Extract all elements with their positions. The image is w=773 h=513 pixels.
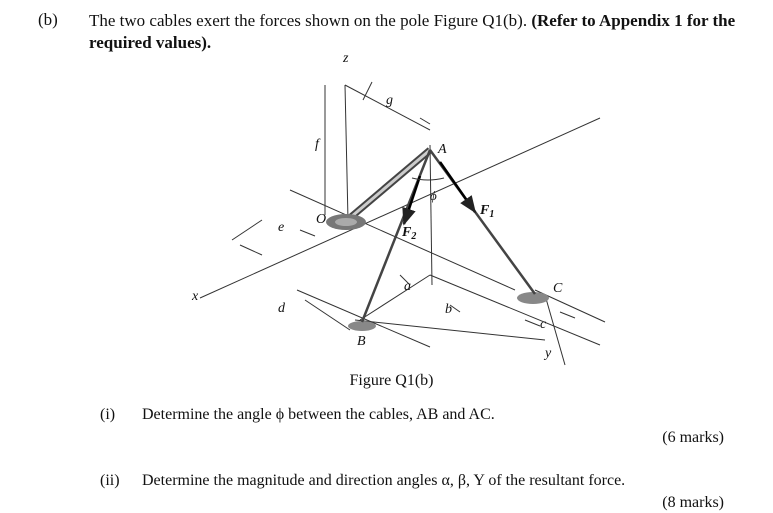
anchor-B: [348, 321, 376, 331]
force-F1-arrow: [438, 161, 477, 214]
figure-caption: Figure Q1(b): [349, 372, 434, 389]
label-F2: F2: [401, 225, 416, 242]
label-f: f: [315, 137, 321, 152]
part-i-label: (i): [100, 406, 116, 423]
label-z: z: [342, 51, 349, 66]
anchor-C: [517, 292, 549, 304]
force-F2-arrow: [402, 175, 422, 226]
pole: [342, 147, 433, 225]
label-d: d: [278, 301, 286, 316]
label-c: c: [540, 317, 547, 332]
question-text: The two cables exert the forces shown on…: [89, 10, 749, 54]
question-text-plain: The two cables exert the forces shown on…: [89, 11, 532, 30]
pole-cable-figure: z x y O A B C F1 F2 ϕ a b c d e f g: [191, 51, 606, 366]
part-i-text: Determine the angle ϕ between the cables…: [142, 406, 495, 423]
part-i-marks: (6 marks): [662, 429, 724, 446]
label-O: O: [316, 212, 326, 227]
label-B: B: [357, 334, 366, 349]
question-text-bold: (Refer to Appendix 1 for the required va…: [89, 11, 736, 52]
ground-lines: [199, 84, 606, 366]
label-g: g: [386, 93, 393, 108]
part-ii-text: Determine the magnitude and direction an…: [142, 472, 626, 489]
label-x: x: [191, 289, 199, 304]
label-phi: ϕ: [430, 188, 437, 203]
label-C: C: [553, 281, 563, 296]
label-e: e: [278, 220, 284, 235]
label-b: b: [445, 302, 452, 317]
label-F1: F1: [479, 203, 494, 220]
part-ii-marks: (8 marks): [662, 494, 724, 511]
phi-arc: [411, 177, 445, 181]
label-a: a: [404, 279, 411, 294]
label-y: y: [543, 346, 552, 361]
question-label: (b): [38, 10, 58, 29]
label-A: A: [437, 142, 447, 157]
part-ii-label: (ii): [100, 472, 120, 489]
